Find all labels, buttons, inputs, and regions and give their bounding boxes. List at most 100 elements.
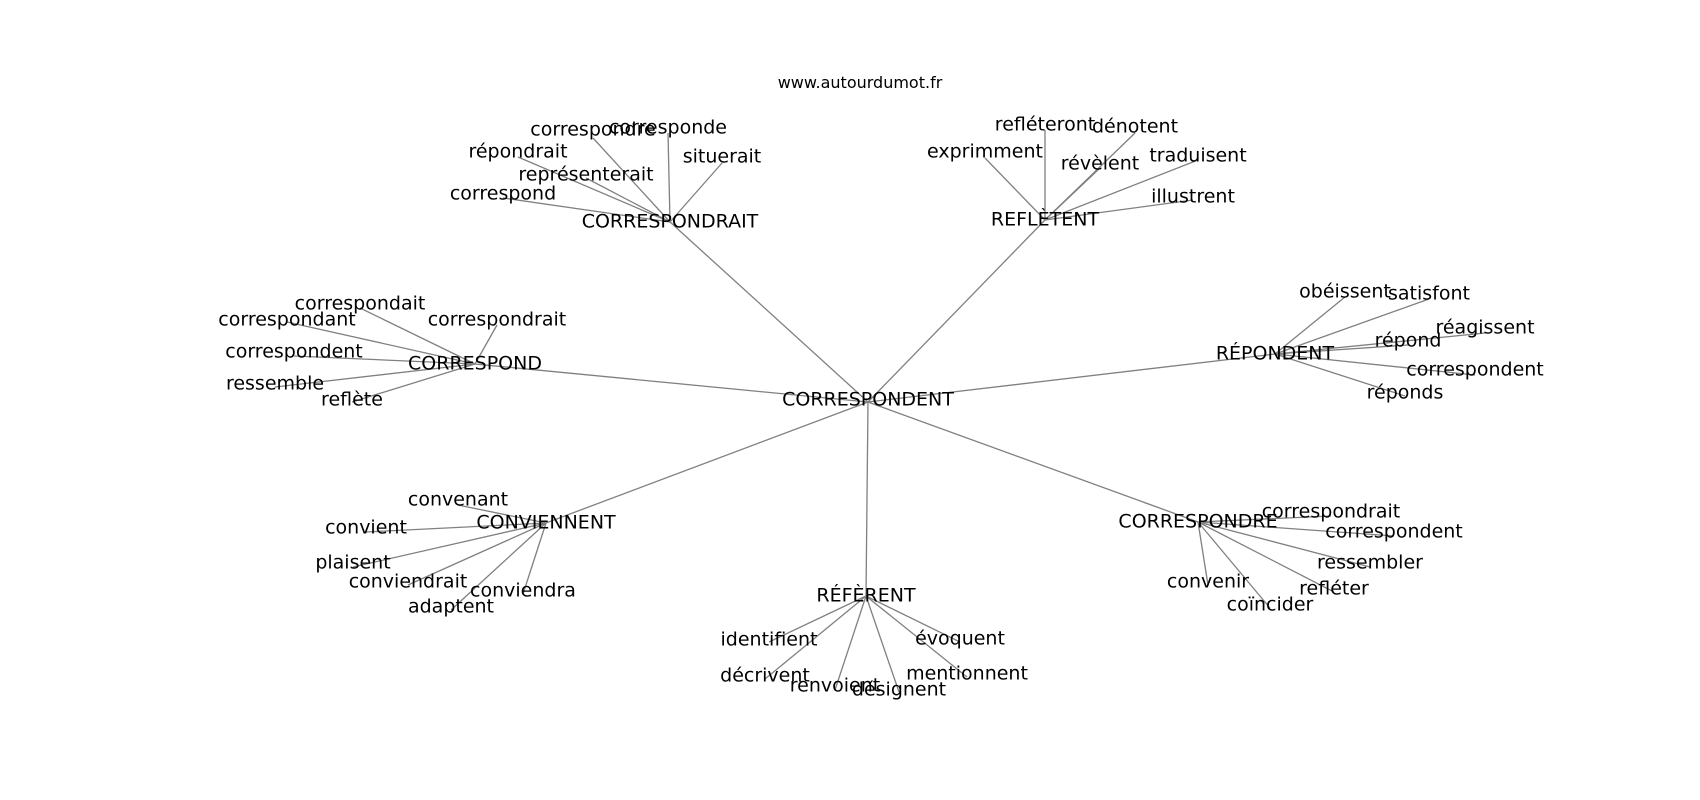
- leaf-label: correspondre: [530, 119, 655, 141]
- edge-hub-leaf: [1197, 521, 1271, 609]
- edge-hub-leaf: [1044, 159, 1199, 221]
- edge-hub-leaf: [1274, 296, 1346, 355]
- edge-hub-leaf: [669, 162, 723, 223]
- leaf-label: situerait: [683, 146, 762, 168]
- edge-hub-leaf: [351, 363, 476, 403]
- leaf-label: convenant: [408, 489, 508, 511]
- leaf-label: correspond: [450, 183, 556, 205]
- hub-label: CORRESPOND: [408, 353, 542, 375]
- leaf-label: conviendrait: [349, 571, 468, 593]
- leaf-label: réponds: [1367, 382, 1444, 404]
- edge-center-hub: [867, 353, 1276, 403]
- edge-hub-leaf: [592, 137, 671, 223]
- center-label: CORRESPONDENT: [782, 389, 954, 411]
- edge-hub-leaf: [502, 197, 671, 223]
- edge-hub-leaf: [667, 132, 671, 223]
- edge-hub-leaf: [474, 324, 498, 365]
- edge-hub-leaf: [764, 595, 867, 680]
- edge-center-hub: [865, 401, 869, 597]
- leaf-label: réagissent: [1435, 317, 1534, 339]
- edge-hub-leaf: [1274, 298, 1430, 355]
- leaf-label: ressembler: [1317, 552, 1423, 574]
- leaf-label: décrivent: [720, 665, 810, 687]
- edge-hub-leaf: [834, 595, 867, 691]
- edge-hub-leaf: [352, 522, 547, 568]
- edge-hub-leaf: [407, 522, 547, 586]
- edge-hub-leaf: [865, 595, 961, 643]
- edge-hub-leaf: [865, 595, 968, 678]
- hub-label: RÉPONDENT: [1216, 342, 1335, 365]
- leaf-label: correspondrait: [428, 309, 567, 331]
- leaf-label: correspondant: [218, 309, 355, 331]
- leaf-label: correspondent: [1325, 521, 1463, 543]
- leaf-label: reflète: [321, 389, 383, 411]
- leaf-label: refléteront: [995, 114, 1095, 136]
- leaf-label: ressemble: [226, 373, 324, 395]
- edge-hub-leaf: [457, 504, 547, 524]
- edge-hub-leaf: [1274, 332, 1486, 355]
- edge-hub-leaf: [1044, 167, 1101, 221]
- hub-label: CONVIENNENT: [476, 512, 616, 534]
- edge-hub-leaf: [274, 363, 476, 388]
- leaf-label: dénotent: [1092, 116, 1178, 138]
- leaf-label: illustrent: [1151, 186, 1235, 208]
- edge-hub-leaf: [1197, 521, 1395, 537]
- leaf-label: correspondent: [1406, 359, 1544, 381]
- leaf-label: correspondent: [225, 341, 363, 363]
- leaf-label: représenterait: [518, 164, 653, 186]
- leaf-label: obéissent: [1299, 281, 1391, 303]
- edge-hub-leaf: [1044, 199, 1194, 221]
- leaf-label: coïncider: [1227, 594, 1314, 616]
- edge-hub-leaf: [1274, 353, 1406, 397]
- edge-hub-leaf: [365, 522, 547, 533]
- hub-label: REFLÈTENT: [991, 208, 1100, 231]
- edge-hub-leaf: [1197, 521, 1335, 593]
- edge-center-hub: [474, 363, 869, 403]
- edge-hub-leaf: [450, 522, 547, 611]
- leaf-label: mentionnent: [906, 663, 1028, 685]
- leaf-label: plaisent: [315, 552, 390, 574]
- leaf-label: répond: [1375, 330, 1442, 352]
- leaf-label: refléter: [1299, 578, 1369, 600]
- leaf-label: satisfont: [1388, 283, 1470, 305]
- leaf-label: correspondait: [295, 293, 426, 315]
- leaf-label: identifient: [721, 629, 818, 651]
- leaf-label: renvoient: [790, 675, 880, 697]
- edge-hub-leaf: [293, 355, 476, 365]
- edges: [274, 130, 1486, 693]
- leaf-label: traduisent: [1149, 145, 1246, 167]
- leaf-label: révèlent: [1061, 153, 1139, 175]
- edge-hub-leaf: [1197, 521, 1209, 586]
- edge-hub-leaf: [1274, 344, 1409, 355]
- leaf-label: correspondrait: [1262, 501, 1401, 523]
- edge-hub-leaf: [286, 321, 476, 365]
- leaf-label: adaptent: [408, 596, 494, 618]
- leaf-label: répondrait: [468, 141, 567, 163]
- edge-center-hub: [867, 219, 1046, 403]
- edge-hub-leaf: [1274, 353, 1476, 376]
- leaf-label: exprimment: [927, 141, 1043, 163]
- edge-hub-leaf: [517, 156, 671, 223]
- hub-label: RÉFÈRENT: [816, 584, 916, 607]
- leaf-label: évoquent: [915, 628, 1005, 650]
- edge-center-hub: [669, 221, 869, 403]
- edge-center-hub: [867, 401, 1199, 523]
- edge-center-hub: [545, 401, 869, 524]
- hub-label: CORRESPONDRAIT: [582, 211, 759, 233]
- leaf-label: conviendra: [470, 580, 576, 602]
- leaf-label: convient: [325, 517, 407, 539]
- edge-hub-leaf: [1197, 515, 1332, 523]
- source-label: www.autourdumot.fr: [778, 73, 943, 92]
- edge-hub-leaf: [865, 595, 900, 693]
- leaf-label: corresponde: [609, 117, 727, 139]
- leaf-label: désignent: [852, 679, 946, 701]
- edge-hub-leaf: [359, 307, 476, 365]
- edge-hub-leaf: [585, 177, 671, 223]
- leaf-label: convenir: [1167, 571, 1249, 593]
- edge-hub-leaf: [984, 157, 1046, 221]
- hub-label: CORRESPONDRE: [1118, 511, 1277, 533]
- edge-hub-leaf: [768, 595, 867, 643]
- edge-hub-leaf: [1197, 521, 1371, 568]
